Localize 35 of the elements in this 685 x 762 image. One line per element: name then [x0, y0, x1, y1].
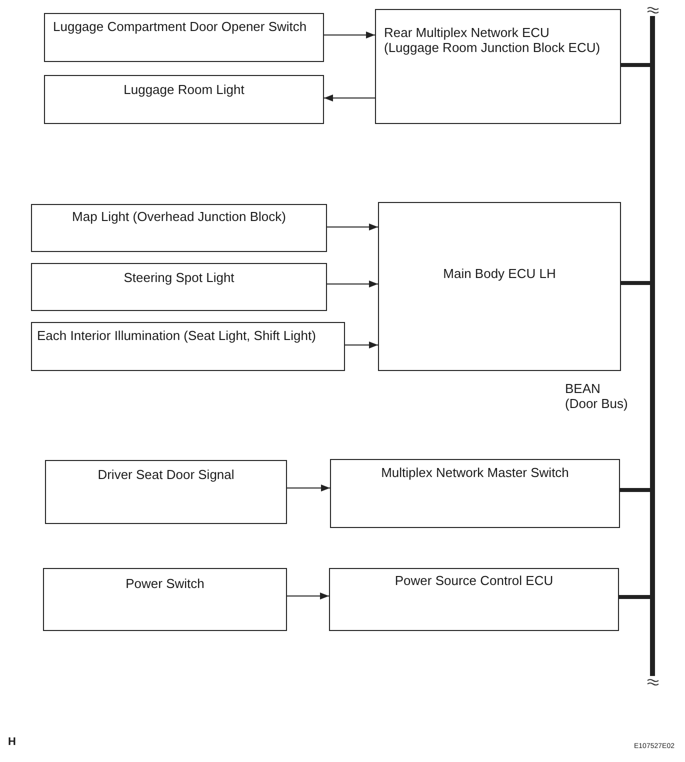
bus-label: BEAN (Door Bus) [565, 381, 629, 411]
arrow [326, 280, 378, 288]
component-label: Driver Seat Door Signal [98, 467, 234, 482]
component-label: Map Light (Overhead Junction Block) [72, 209, 286, 224]
component-box [375, 9, 621, 124]
connector-line [621, 281, 650, 285]
arrow [326, 224, 378, 230]
component-box [31, 322, 345, 371]
section-letter: H [8, 736, 16, 748]
component-label: Power Source Control ECU [394, 573, 554, 588]
component-label: Steering Spot Light [124, 270, 234, 285]
component-box [31, 263, 327, 311]
component-label: Main Body ECU LH [443, 266, 556, 281]
arrow [286, 592, 330, 600]
component-label: Multiplex Network Master Switch [381, 465, 569, 480]
arrow [286, 484, 330, 492]
component-box [378, 202, 621, 371]
component-box [44, 13, 324, 62]
component-label: Each Interior Illumination (Seat Light, Shift Light) [37, 328, 316, 343]
arrow [344, 342, 378, 348]
component-box [45, 460, 287, 524]
arrow [324, 94, 376, 102]
connector-line [620, 488, 650, 492]
component-box [44, 75, 324, 124]
component-label: Rear Multiplex Network ECU (Luggage Room Junction Block ECU) [384, 25, 602, 55]
component-box [330, 459, 620, 528]
component-box [329, 568, 619, 631]
component-box [31, 204, 327, 252]
connector-line [621, 63, 650, 67]
component-box [43, 568, 287, 631]
arrow [324, 32, 376, 38]
component-label: Luggage Compartment Door Opener Switch [53, 19, 307, 34]
connector-line [619, 595, 650, 599]
component-label: Luggage Room Light [124, 82, 244, 97]
component-label: Power Switch [126, 576, 204, 591]
